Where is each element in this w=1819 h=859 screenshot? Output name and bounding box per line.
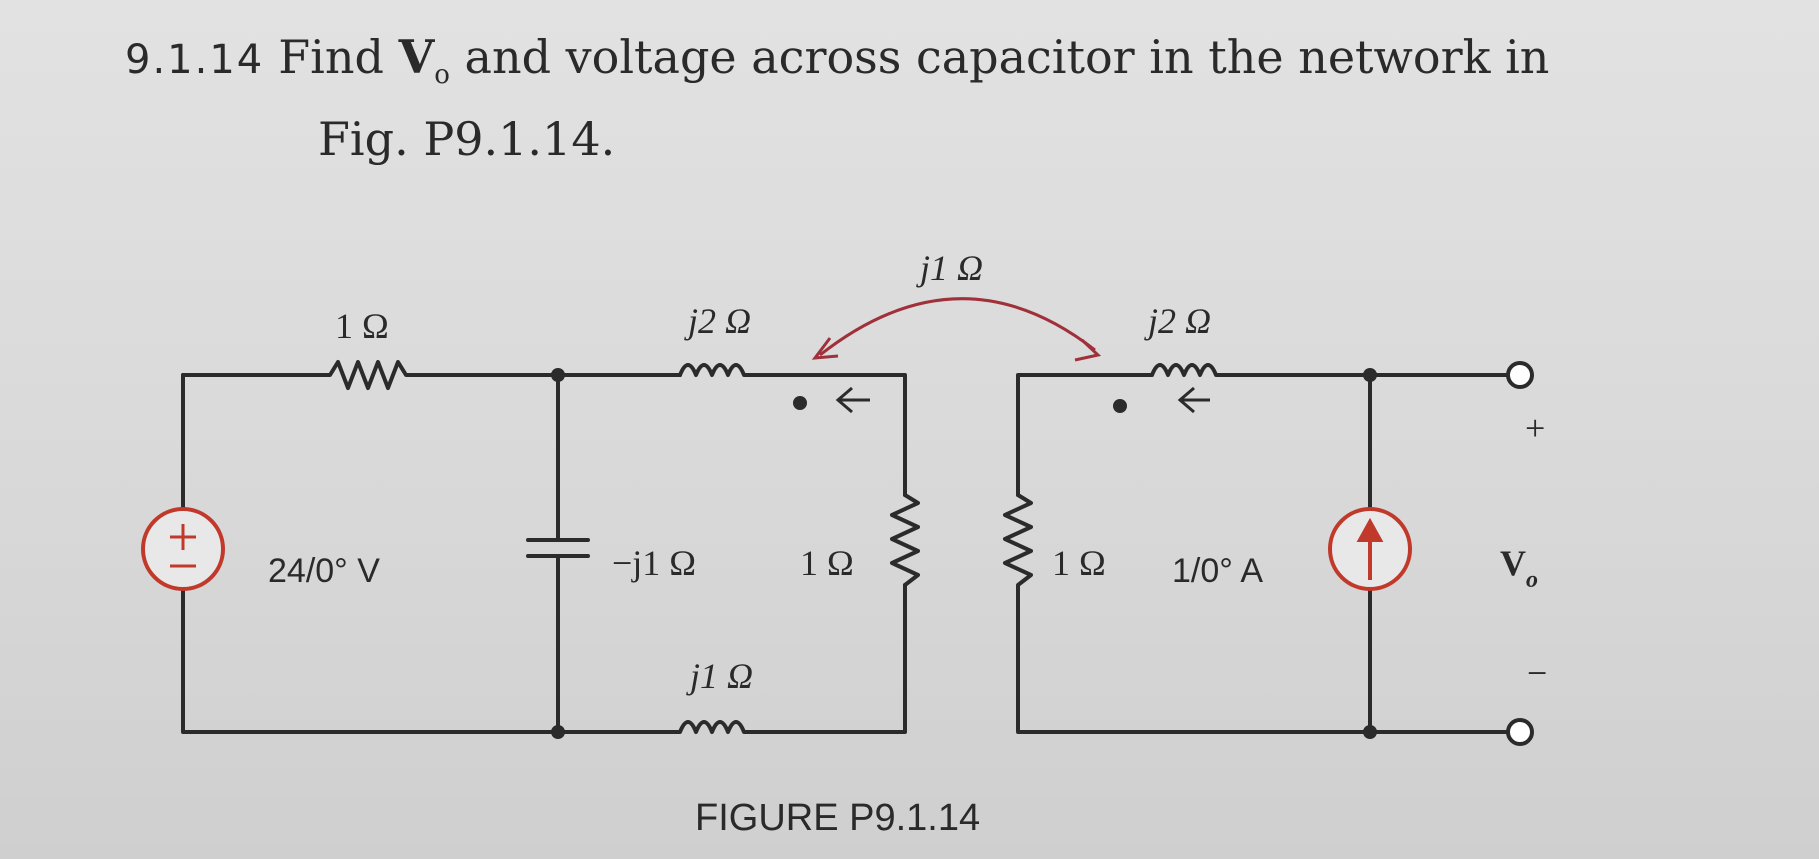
dot-right-inductor xyxy=(1113,399,1127,413)
terminal-top xyxy=(1506,361,1534,389)
capacitor-branch xyxy=(526,373,590,734)
problem-var-vo: Vo xyxy=(398,30,450,90)
label-r1: 1 Ω xyxy=(335,306,389,346)
current-source xyxy=(1328,507,1412,591)
label-source: 24/0° V xyxy=(268,552,380,590)
wire-right-loop xyxy=(1016,363,1510,497)
label-l3: j1 Ω xyxy=(686,656,753,696)
label-minus: − xyxy=(1527,653,1547,693)
wire-left-vertical xyxy=(181,373,560,734)
problem-var-sub: o xyxy=(434,60,450,91)
nodes xyxy=(551,368,1377,739)
label-plus: + xyxy=(1525,408,1545,448)
problem-statement: 9.1.14 Find Vo and voltage across capacit… xyxy=(125,25,1549,171)
arrow-left-inductor xyxy=(835,386,870,414)
inductor-j1-bottom xyxy=(556,583,907,734)
label-current-source: 1/0° A xyxy=(1172,552,1263,590)
label-r2: 1 Ω xyxy=(800,543,854,583)
mutual-coupling-arrow xyxy=(811,297,1102,362)
inductor-j2-left xyxy=(678,363,907,497)
wire-left-top xyxy=(181,360,682,390)
node-top-left xyxy=(551,368,565,382)
label-vo-main: V xyxy=(1500,543,1526,583)
label-vo: Vo xyxy=(1500,543,1538,593)
label-vo-sub: o xyxy=(1526,567,1538,593)
resistor-middle xyxy=(890,493,920,587)
problem-line2: Fig. P9.1.14. xyxy=(318,112,616,167)
node-top-right xyxy=(1363,368,1377,382)
terminal-bottom xyxy=(1506,718,1534,746)
problem-var-main: V xyxy=(398,30,435,84)
problem-text-after: and voltage across capacitor in the netw… xyxy=(464,30,1550,84)
label-l2: j2 Ω xyxy=(1144,301,1211,341)
figure-caption: FIGURE P9.1.14 xyxy=(695,797,980,839)
label-mutual: j1 Ω xyxy=(916,248,983,288)
resistor-right xyxy=(1003,493,1510,734)
label-cap: −j1 Ω xyxy=(612,543,696,583)
wires xyxy=(181,360,1510,734)
node-bottom-left xyxy=(551,725,565,739)
problem-number: 9.1.14 xyxy=(125,37,265,83)
voltage-source xyxy=(141,507,225,591)
node-bottom-right xyxy=(1363,725,1377,739)
label-l1: j2 Ω xyxy=(684,301,751,341)
current-source-arrow xyxy=(1356,517,1384,580)
small-arrows xyxy=(835,386,1210,414)
problem-text-before: Find xyxy=(278,30,384,84)
label-r3: 1 Ω xyxy=(1052,543,1106,583)
dot-left-inductor xyxy=(793,396,807,410)
arrow-right-inductor xyxy=(1177,386,1210,414)
output-terminals xyxy=(1506,361,1534,746)
voltage-source-signs xyxy=(170,524,196,568)
